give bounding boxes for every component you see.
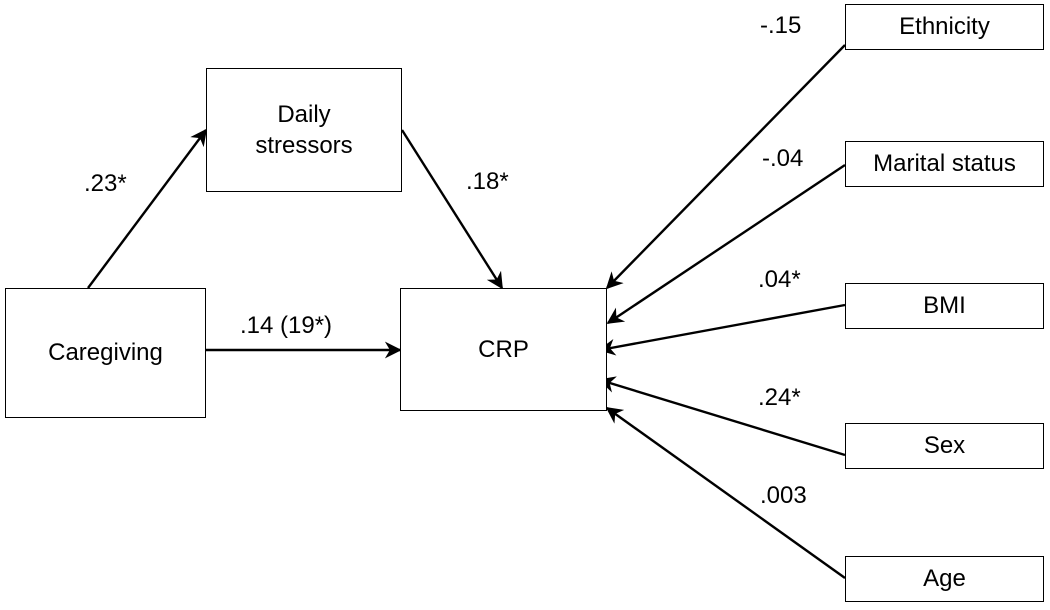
daily-stressors-box: Daily stressors [206, 68, 402, 192]
caregiving-box: Caregiving [5, 288, 206, 418]
arrow-sex-to-crp [598, 376, 846, 457]
coef-sex-to-crp: .24* [758, 384, 801, 411]
coef-marital-to-crp: -.04 [762, 145, 804, 172]
coef-ethnicity-to-crp: -.15 [760, 12, 802, 39]
arrow-caregiving-to-stressors [87, 128, 208, 289]
daily-stressors-label-line2: stressors [255, 132, 353, 159]
coef-age-to-crp: .003 [760, 482, 807, 509]
arrow-ethnicity-to-crp [605, 44, 846, 290]
ethnicity-box: Ethnicity [845, 4, 1044, 50]
caregiving-label: Caregiving [48, 339, 163, 367]
coef-caregiving-to-crp: .14 (19*) [240, 312, 333, 339]
bmi-label: BMI [923, 292, 966, 320]
age-label: Age [923, 565, 966, 593]
marital-status-label: Marital status [873, 150, 1016, 178]
coef-stressors-to-crp: .18* [466, 168, 509, 195]
bmi-box: BMI [845, 283, 1044, 329]
sex-box: Sex [845, 423, 1044, 469]
marital-status-box: Marital status [845, 141, 1044, 187]
daily-stressors-label-line1: Daily [277, 100, 331, 128]
age-box: Age [845, 556, 1044, 602]
coef-bmi-to-crp: .04* [758, 266, 801, 293]
arrow-marital-to-crp [606, 164, 846, 324]
coef-caregiving-to-stressors: .23* [84, 170, 127, 197]
ethnicity-label: Ethnicity [899, 13, 990, 41]
crp-label: CRP [478, 335, 529, 363]
arrow-age-to-crp [605, 407, 846, 579]
arrow-stressors-to-crp [400, 129, 504, 290]
crp-box: CRP [400, 288, 607, 411]
sex-label: Sex [923, 432, 966, 460]
arrow-bmi-to-crp [598, 303, 846, 356]
